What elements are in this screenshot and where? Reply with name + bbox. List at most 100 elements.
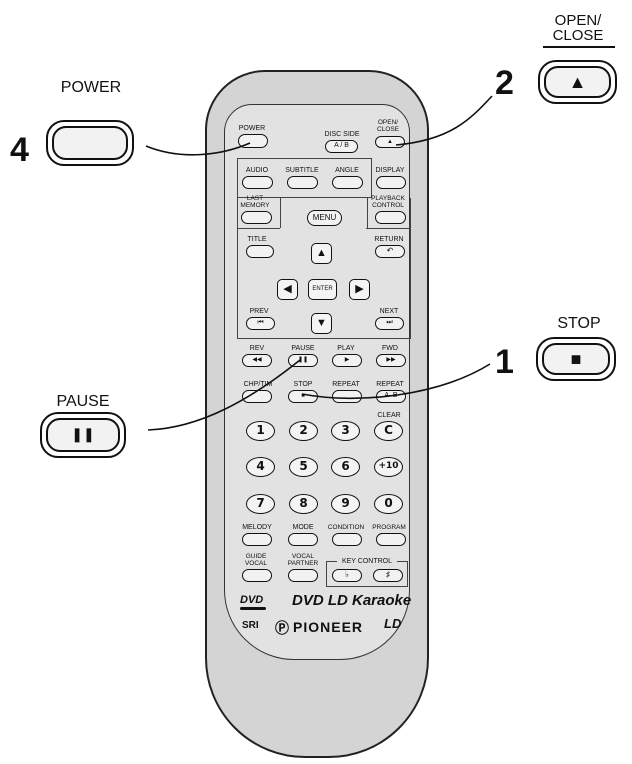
pause-label: PAUSE	[291, 345, 315, 352]
key-9[interactable]: 9	[331, 494, 360, 514]
next-button[interactable]: ⏭	[375, 317, 404, 330]
eject-icon: ▲	[387, 139, 393, 145]
stop-icon: ■	[570, 349, 582, 369]
rev-icon: ◀◀	[252, 357, 262, 363]
power-callout-label: POWER	[60, 79, 122, 96]
power-label: POWER	[238, 125, 266, 132]
key-sharp-button[interactable]: ♯	[373, 569, 403, 582]
program-label: PROGRAM	[372, 524, 406, 531]
open-close-label: OPEN/CLOSE	[376, 119, 400, 133]
return-button[interactable]: ↶	[375, 245, 405, 258]
key-3[interactable]: 3	[331, 421, 360, 441]
key-4[interactable]: 4	[246, 457, 275, 477]
repeat-button[interactable]	[332, 390, 362, 403]
display-label: DISPLAY	[375, 167, 405, 174]
down-arrow-icon: ▼	[316, 317, 327, 329]
left-button[interactable]: ◀	[277, 279, 298, 300]
enter-button-text: ENTER	[312, 286, 333, 292]
key-flat-button[interactable]: ♭	[332, 569, 362, 582]
vocal-partner-button[interactable]	[288, 569, 318, 582]
power-leader	[145, 142, 251, 156]
fwd-button[interactable]: ▶▶	[376, 354, 406, 367]
down-button[interactable]: ▼	[311, 313, 332, 334]
audio-group-frame	[237, 158, 372, 198]
stop-icon: ■	[301, 393, 305, 399]
return-icon: ↶	[386, 246, 394, 255]
subtitle-button[interactable]	[287, 176, 318, 189]
last-memory-button[interactable]	[241, 211, 272, 224]
eject-icon: ▲	[568, 72, 587, 92]
key-control-label: KEY CONTROL	[337, 558, 397, 565]
rev-button[interactable]: ◀◀	[242, 354, 272, 367]
power-callout-button	[46, 120, 134, 166]
playback-control-button[interactable]	[375, 211, 406, 224]
enter-button[interactable]: ENTER	[308, 279, 337, 300]
pioneer-logo: PIONEER	[293, 619, 364, 635]
play-button[interactable]: ▶	[332, 354, 362, 367]
key-2[interactable]: 2	[289, 421, 318, 441]
title-button[interactable]	[246, 245, 274, 258]
key-plus-10[interactable]: +10	[374, 457, 403, 477]
pause-icon: ❚❚	[71, 426, 95, 442]
navigation-frame	[237, 198, 411, 339]
melody-button[interactable]	[242, 533, 272, 546]
fwd-label: FWD	[382, 345, 398, 352]
key-clear[interactable]: C	[374, 421, 403, 441]
mode-button[interactable]	[288, 533, 318, 546]
up-button[interactable]: ▲	[311, 243, 332, 264]
stop-label: STOP	[293, 381, 313, 388]
audio-button[interactable]	[242, 176, 273, 189]
pause-callout-button: ❚❚	[40, 412, 126, 458]
pause-leader	[147, 359, 301, 431]
key-0[interactable]: 0	[374, 494, 403, 514]
condition-button[interactable]	[332, 533, 362, 546]
step-1-number: 1	[495, 343, 514, 381]
mode-label: MODE	[292, 524, 314, 531]
right-button[interactable]: ▶	[349, 279, 370, 300]
key-8[interactable]: 8	[289, 494, 318, 514]
up-arrow-icon: ▲	[316, 247, 327, 259]
right-arrow-icon: ▶	[355, 283, 364, 295]
play-label: PLAY	[337, 345, 355, 352]
open-close-callout-label: OPEN/CLOSE	[552, 12, 604, 44]
menu-button-text: MENU	[312, 213, 337, 222]
fwd-icon: ▶▶	[386, 357, 396, 363]
audio-label: AUDIO	[245, 167, 269, 174]
play-icon: ▶	[344, 357, 350, 363]
disc-side-button[interactable]: A / B	[325, 140, 358, 153]
open-close-underline	[543, 46, 615, 48]
display-button[interactable]	[376, 176, 406, 189]
chp-tim-label: CHP/TIM	[243, 381, 273, 388]
frame-line-right	[366, 228, 410, 229]
program-button[interactable]	[376, 533, 406, 546]
brand-title: DVD LD Karaoke	[292, 592, 412, 609]
prev-button[interactable]: ⏮	[246, 317, 275, 330]
key-6[interactable]: 6	[331, 457, 360, 477]
repeat-label: REPEAT	[332, 381, 360, 388]
key-5[interactable]: 5	[289, 457, 318, 477]
rev-label: REV	[249, 345, 265, 352]
next-icon: ⏭	[386, 319, 393, 326]
dvd-logo-disc	[240, 607, 266, 610]
angle-button[interactable]	[332, 176, 363, 189]
repeat-ab-label: REPEAT	[376, 381, 404, 388]
stop-callout-label: STOP	[557, 315, 601, 332]
guide-vocal-button[interactable]	[242, 569, 272, 582]
srs-logo: SRI	[242, 620, 259, 631]
key-7[interactable]: 7	[246, 494, 275, 514]
stop-leader	[301, 363, 491, 400]
step-2-number: 2	[495, 64, 514, 102]
return-label: RETURN	[374, 236, 404, 243]
disc-side-button-text: A / B	[334, 142, 349, 149]
menu-button[interactable]: MENU	[307, 210, 342, 226]
prev-label: PREV	[249, 308, 269, 315]
frame-line-left	[237, 228, 280, 229]
pause-icon: ❚❚	[297, 357, 309, 363]
next-label: NEXT	[379, 308, 399, 315]
pause-callout-label: PAUSE	[56, 393, 110, 410]
key-1[interactable]: 1	[246, 421, 275, 441]
